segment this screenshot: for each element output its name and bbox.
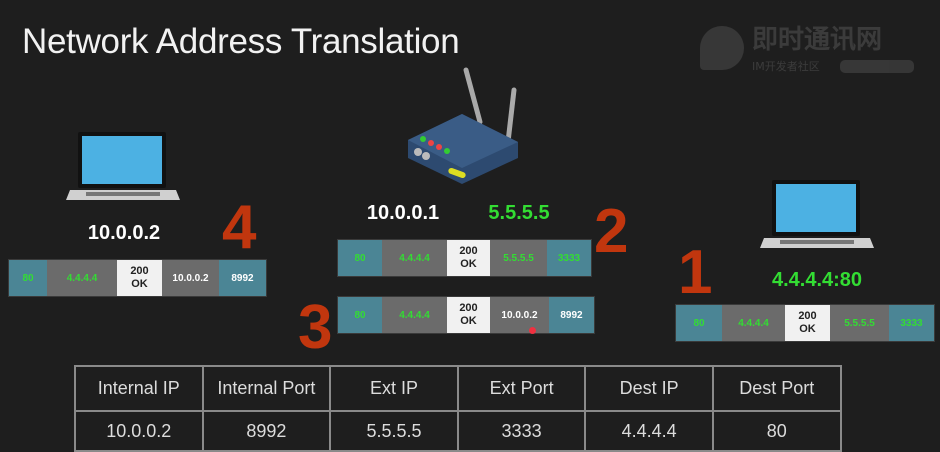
column-header: Internal IP <box>74 365 204 412</box>
table-cell: 80 <box>711 410 842 452</box>
server-address-label: 4.4.4.4:80 <box>771 269 863 291</box>
packet-field: 5.5.5.5 <box>830 305 889 341</box>
table-cell: 5.5.5.5 <box>329 410 459 452</box>
packet-field: 10.0.0.2 <box>162 260 219 296</box>
packet-field: 4.4.4.4 <box>47 260 117 296</box>
logo-icon <box>700 26 744 70</box>
packet-field: 200 OK <box>117 260 162 296</box>
pointer-dot <box>529 327 536 334</box>
table-cell: 8992 <box>201 410 332 452</box>
packet-field: 80 <box>338 297 382 333</box>
packet-field: 3333 <box>889 305 934 341</box>
packet-field: 5.5.5.5 <box>490 240 547 276</box>
packet-field: 200 OK <box>447 240 490 276</box>
server-laptop-icon <box>760 180 874 248</box>
packet-field: 8992 <box>549 297 594 333</box>
column-header: Dest Port <box>711 365 842 412</box>
column-header: Dest IP <box>584 365 714 412</box>
packet-field: 4.4.4.4 <box>382 297 447 333</box>
column-header: Internal Port <box>201 365 332 412</box>
packet-field: 200 OK <box>447 297 490 333</box>
packet-field: 4.4.4.4 <box>382 240 447 276</box>
packet-field: 3333 <box>547 240 591 276</box>
step-number-4: 4 <box>222 193 257 262</box>
step-number-1: 1 <box>678 238 713 307</box>
router-internal-ip-label: 10.0.0.1 <box>366 202 440 224</box>
table-cell: 4.4.4.4 <box>584 410 714 452</box>
packet-field: 80 <box>676 305 722 341</box>
slide-title: Network Address Translation <box>22 22 460 61</box>
step-number-2: 2 <box>594 197 629 266</box>
watermark-bar <box>840 60 914 73</box>
packet-field: 8992 <box>219 260 266 296</box>
packet-field: 200 OK <box>785 305 830 341</box>
step-number-3: 3 <box>298 293 333 362</box>
column-header: Ext IP <box>329 365 459 412</box>
packet-field: 4.4.4.4 <box>722 305 785 341</box>
packet-field: 10.0.0.2 <box>490 297 549 333</box>
packet-field: 80 <box>9 260 47 296</box>
router-external-ip-label: 5.5.5.5 <box>488 202 550 224</box>
router-icon <box>408 67 518 184</box>
watermark-name: 即时通讯网 <box>752 25 883 55</box>
table-cell: 3333 <box>456 410 587 452</box>
table-cell: 10.0.0.2 <box>74 410 204 452</box>
client-laptop-icon <box>66 132 180 200</box>
client-ip-label: 10.0.0.2 <box>87 222 161 244</box>
packet-field: 80 <box>338 240 382 276</box>
column-header: Ext Port <box>456 365 587 412</box>
watermark-sub: IM开发者社区 <box>752 60 820 73</box>
